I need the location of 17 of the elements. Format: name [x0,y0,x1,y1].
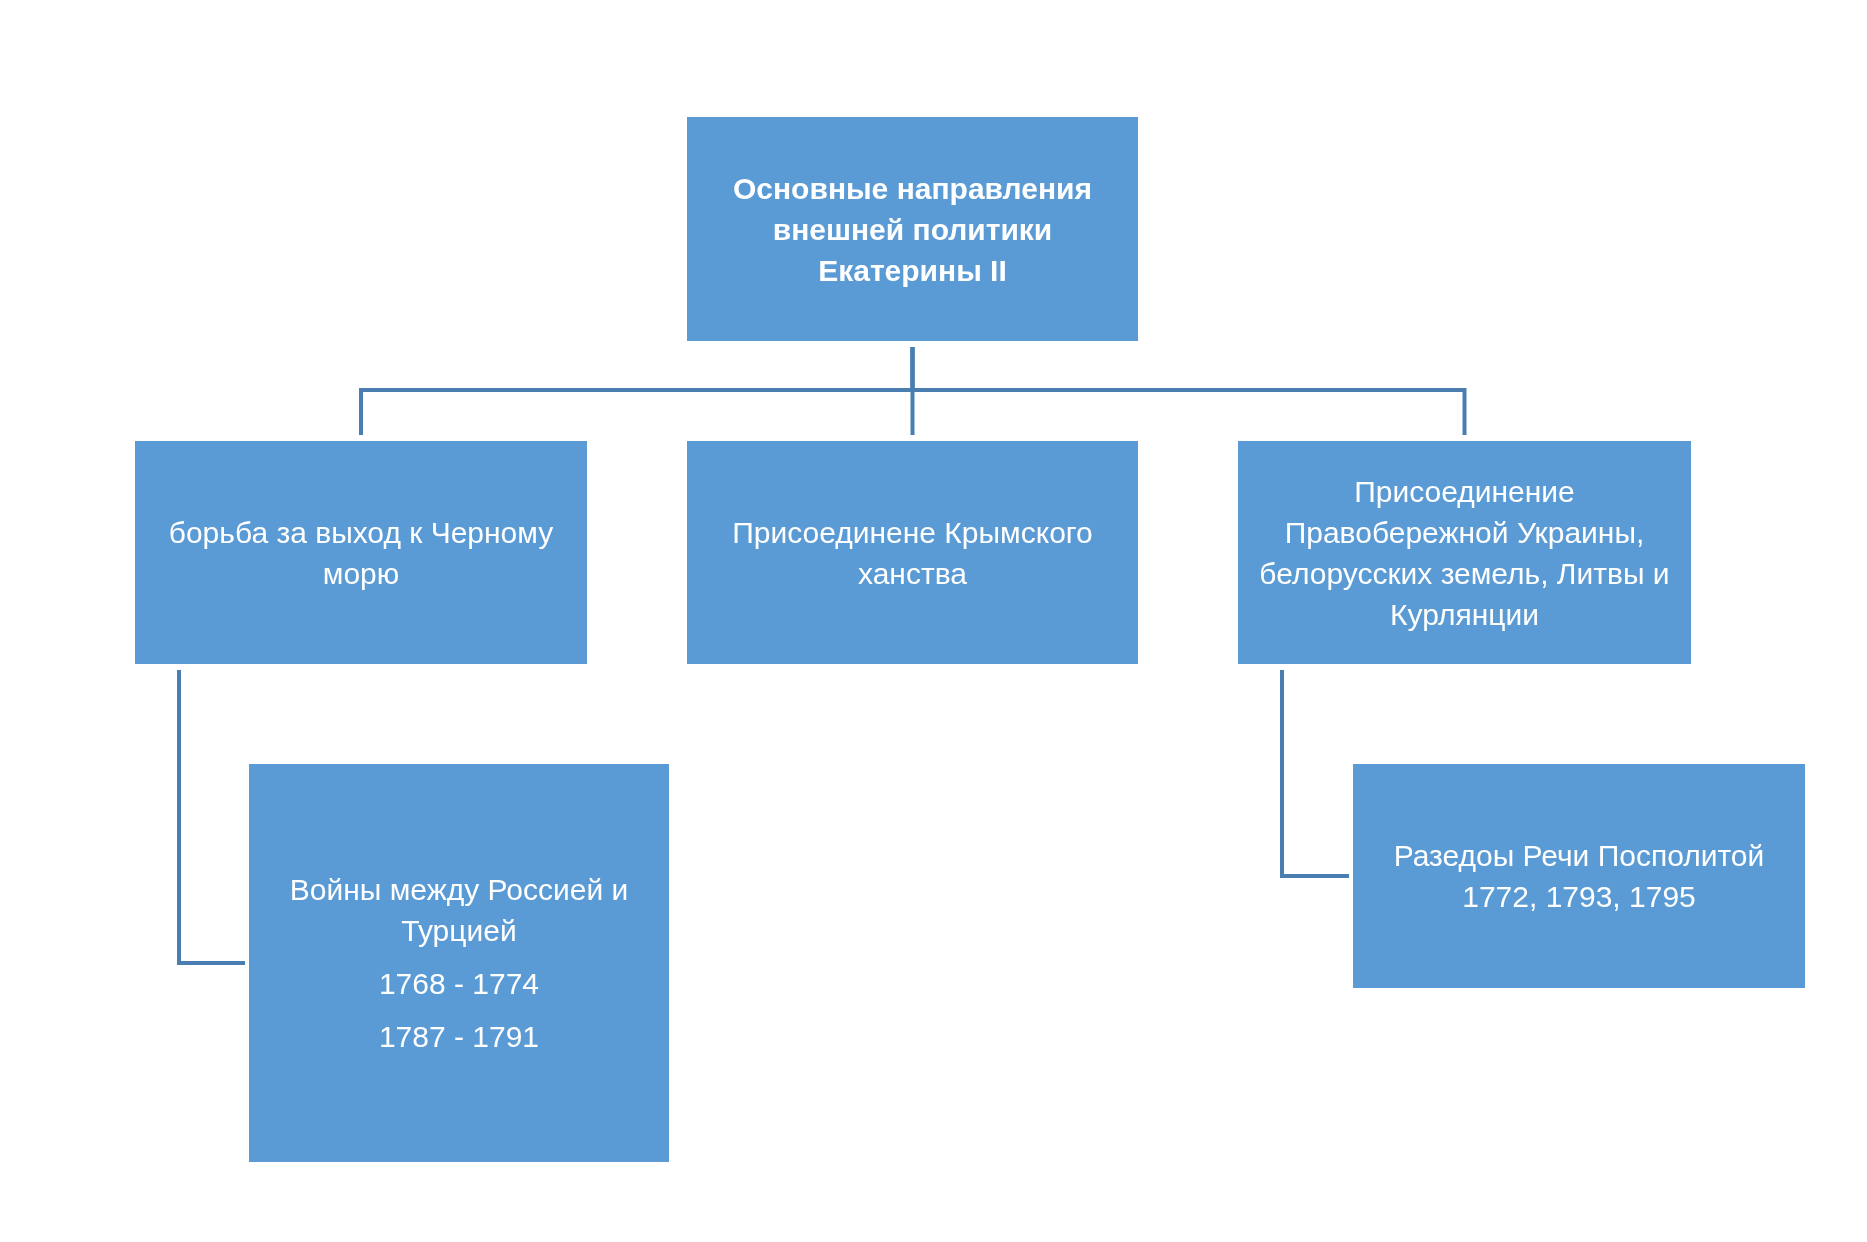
topic-box [1238,441,1691,664]
box-text: Присоединене Крымского ханства [731,514,1094,592]
box-text: 1787 - 1791 [378,1019,540,1055]
box-text: борьба за выход к Черному морю [167,514,555,592]
connector-line [177,670,245,965]
box-text: 1768 - 1774 [378,966,540,1002]
connector-line [910,347,1467,435]
topic-box [249,764,669,1162]
topic-box [135,441,587,664]
box-text: Войны между Россией и Турцией [288,872,630,949]
connector-line [1280,670,1349,878]
box-text: Присоединение Правобережной Украины, белорусских земель, Литвы и Курлянции [1258,473,1671,633]
topic-box [1353,764,1805,988]
box-text: Основные направления внешней политики Екатерины II [731,170,1094,289]
topic-box [687,441,1138,664]
topic-box [687,117,1138,341]
box-text: Разедоы Речи Посполитой 1772, 1793, 1795 [1392,838,1766,915]
